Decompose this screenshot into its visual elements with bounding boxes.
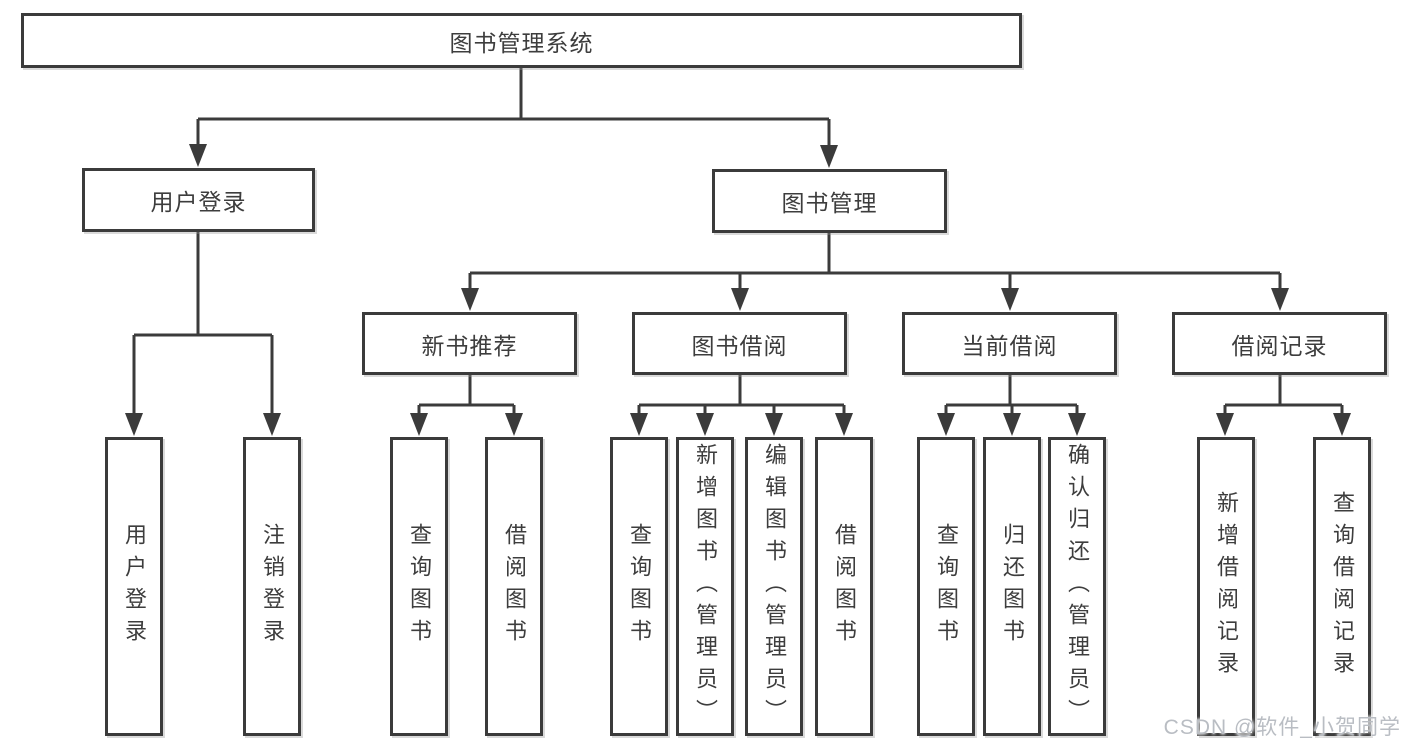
leaf-query-books-recommend: 查询图书 [390, 437, 448, 736]
leaf-query-books-current: 查询图书 [917, 437, 975, 736]
leaf-borrow-books: 借阅图书 [815, 437, 873, 736]
node-label: 图书管理系统 [449, 29, 594, 56]
node-label: 新增借阅记录 [1214, 490, 1239, 683]
node-label: 新书推荐 [421, 332, 518, 359]
arrowheads [125, 144, 1351, 436]
leaf-query-books-borrow: 查询图书 [610, 437, 668, 736]
node-label: 图书借阅 [691, 332, 788, 359]
csdn-watermark: CSDN @软件_小贺同学 [1163, 716, 1401, 739]
node-label: 借阅记录 [1231, 332, 1328, 359]
node-library-management-system: 图书管理系统 [21, 13, 1022, 68]
leaf-confirm-return-admin: 确认归还（管理员） [1048, 437, 1106, 736]
node-label: 查询图书 [627, 522, 652, 651]
leaf-add-book-admin: 新增图书（管理员） [676, 437, 734, 736]
leaf-return-book: 归还图书 [983, 437, 1041, 736]
node-label: 归还图书 [1000, 522, 1025, 651]
leaf-edit-book-admin: 编辑图书（管理员） [745, 437, 803, 736]
leaf-user-login: 用户登录 [105, 437, 163, 736]
node-label: 用户登录 [150, 189, 247, 215]
leaf-query-borrow-record: 查询借阅记录 [1313, 437, 1371, 736]
node-label: 新增图书（管理员） [693, 442, 718, 731]
leaf-borrow-books-recommend: 借阅图书 [485, 437, 543, 736]
node-label: 当前借阅 [961, 332, 1058, 359]
node-current-borrowing: 当前借阅 [902, 312, 1117, 375]
node-label: 确认归还（管理员） [1065, 442, 1090, 731]
node-label: 注销登录 [260, 522, 285, 651]
node-label: 借阅图书 [832, 522, 857, 651]
node-label: 图书管理 [781, 190, 878, 216]
node-label: 查询图书 [934, 522, 959, 651]
node-user-login: 用户登录 [82, 168, 315, 232]
node-label: 查询借阅记录 [1330, 490, 1355, 683]
leaf-add-borrow-record: 新增借阅记录 [1197, 437, 1255, 736]
node-label: 编辑图书（管理员） [762, 442, 787, 731]
node-label: 用户登录 [122, 522, 147, 651]
node-book-management: 图书管理 [712, 169, 947, 233]
node-label: 借阅图书 [502, 522, 527, 651]
node-new-book-recommendation: 新书推荐 [362, 312, 577, 375]
node-borrowing-records: 借阅记录 [1172, 312, 1387, 375]
leaf-logout: 注销登录 [243, 437, 301, 736]
node-book-borrowing: 图书借阅 [632, 312, 847, 375]
node-label: 查询图书 [407, 522, 432, 651]
